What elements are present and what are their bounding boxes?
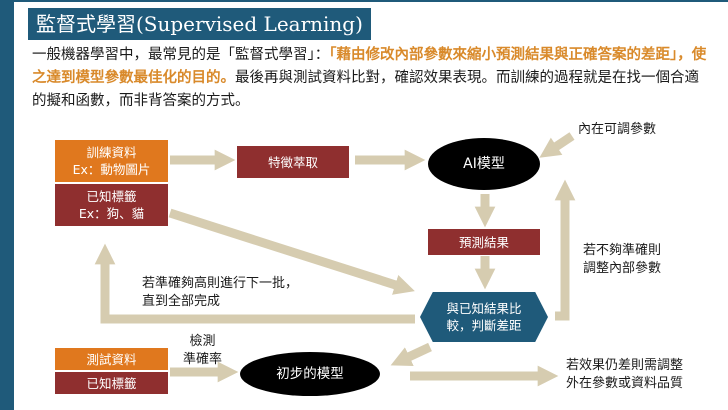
next-batch-line-2: 直到全部完成 — [142, 294, 221, 309]
intro-text-end: 最後再與測試資料比對，確認效果表現。而訓練的過程就是在找一個合適的擬和函數，而非… — [32, 70, 699, 109]
feature-extraction-box: 特徵萃取 — [237, 146, 349, 178]
prediction-box: 預測結果 — [428, 229, 540, 255]
check-accuracy-label: 檢測準確率 — [183, 333, 222, 369]
known-label-label: 已知標籤 — [86, 189, 137, 204]
initial-model-node: 初步的模型 — [240, 352, 380, 396]
internal-params-label: 內在可調參數 — [578, 122, 657, 137]
compare-line-1: 與已知結果比 — [446, 301, 522, 316]
arrow-label-to-compare — [168, 208, 415, 295]
arrow-loop-to-training — [94, 243, 415, 324]
top-accent-line — [14, 0, 728, 2]
intro-text-start: 一般機器學習中，最常見的是「監督式學習」： — [32, 47, 330, 63]
ai-model-node: AI模型 — [428, 138, 540, 190]
compare-node: 與已知結果比較，判斷差距 — [420, 292, 548, 342]
arrow-params-to-model — [539, 132, 575, 158]
arrow-compare-to-initial — [390, 342, 432, 367]
adjust-params-label: 若不夠準確則調整內部參數 — [583, 242, 661, 278]
training-data-box: 訓練資料 Ex：動物圖片 — [55, 140, 168, 182]
next-batch-line-1: 若準確夠高則進行下一批， — [142, 276, 299, 291]
adjust-params-line-1: 若不夠準確則 — [583, 243, 662, 258]
training-data-example: Ex：動物圖片 — [72, 162, 151, 177]
compare-line-2: 較，判斷差距 — [446, 318, 522, 333]
known-label-example: Ex：狗、貓 — [78, 206, 145, 221]
arrow-compare-to-model — [554, 179, 576, 321]
test-label-box: 已知標籤 — [55, 372, 168, 394]
left-accent-bar — [0, 0, 14, 410]
check-accuracy-line-2: 準確率 — [183, 352, 223, 367]
next-batch-label: 若準確夠高則進行下一批， 直到全部完成 — [142, 275, 298, 311]
slide-title: 監督式學習(Supervised Learning) — [28, 8, 371, 40]
result-line-2: 外在參數或資料品質 — [566, 376, 684, 391]
adjust-params-line-2: 調整內部參數 — [583, 261, 662, 276]
training-data-label: 訓練資料 — [86, 145, 137, 160]
intro-paragraph: 一般機器學習中，最常見的是「監督式學習」：「藉由修改內部參數來縮小預測結果與正確… — [32, 44, 712, 113]
known-label-box: 已知標籤 Ex：狗、貓 — [55, 184, 168, 226]
result-label: 若效果仍差則需調整外在參數或資料品質 — [566, 357, 683, 393]
intro-highlight: 「藉由修改內部參數來縮小預測結果與正確答案的差距」，使之達到模型參數最佳化的目的… — [32, 47, 707, 86]
check-accuracy-line-1: 檢測 — [189, 334, 216, 349]
test-data-box: 測試資料 — [55, 348, 168, 370]
result-line-1: 若效果仍差則需調整 — [566, 358, 684, 373]
